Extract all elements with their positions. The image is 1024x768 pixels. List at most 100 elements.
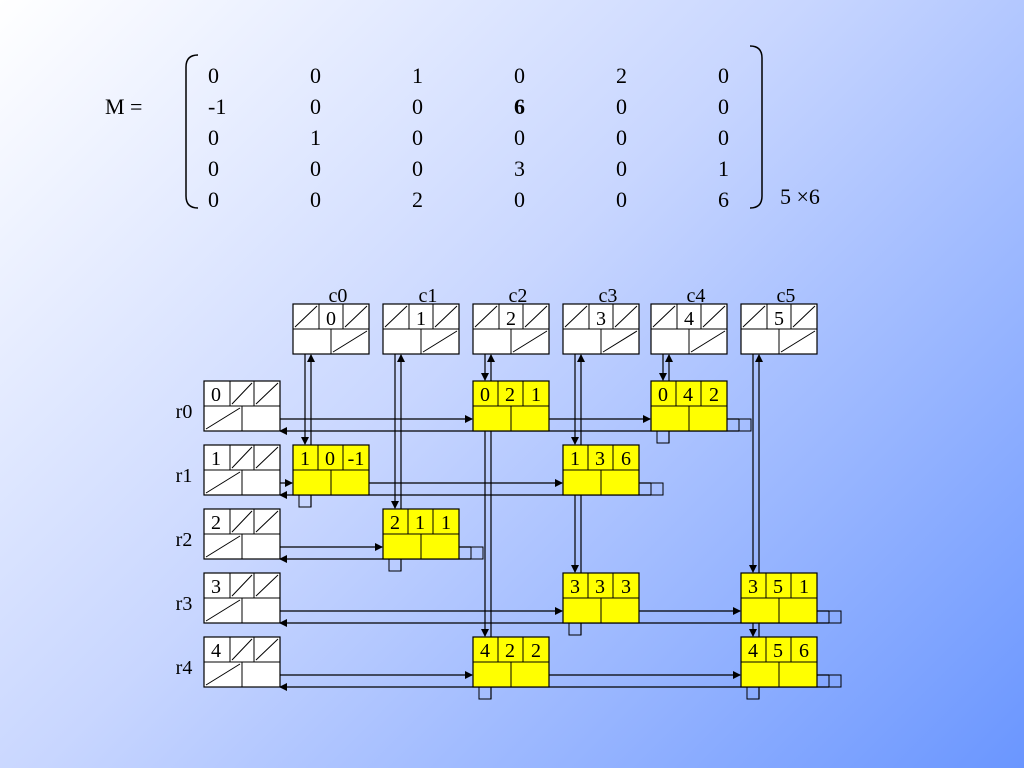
null-slash [205, 663, 241, 686]
node-col: 4 [683, 384, 693, 406]
null-slash [205, 407, 241, 430]
loop-box [650, 482, 664, 496]
node-value: 2 [531, 640, 541, 662]
row-head-index: 4 [211, 640, 221, 662]
loop-box [568, 622, 582, 636]
null-slash [205, 471, 241, 494]
null-slash [231, 638, 253, 661]
node-row: 1 [570, 448, 580, 470]
null-slash [690, 330, 726, 353]
matrix-cell: 0 [718, 63, 729, 88]
loop-box [656, 430, 670, 444]
matrix-cell: 1 [718, 156, 729, 181]
matrix-cell: 1 [412, 63, 423, 88]
col-head-index: 1 [416, 308, 426, 330]
matrix-cell: 0 [718, 125, 729, 150]
row-head-index: 2 [211, 512, 221, 534]
matrix-cell: 2 [616, 63, 627, 88]
null-slash [474, 305, 498, 328]
matrix-cell: 0 [208, 63, 219, 88]
node-row: 4 [748, 640, 758, 662]
matrix-cell: 2 [412, 187, 423, 212]
null-slash [332, 330, 368, 353]
null-slash [564, 305, 588, 328]
col-head-index: 0 [326, 308, 336, 330]
node-value: 1 [441, 512, 451, 534]
node-value: 6 [621, 448, 631, 470]
node-row: 3 [748, 576, 758, 598]
matrix-cell: 0 [208, 125, 219, 150]
row-head-label: r4 [176, 657, 193, 679]
null-slash [255, 382, 279, 405]
null-slash [205, 599, 241, 622]
node-value: 2 [709, 384, 719, 406]
loop-box [828, 610, 842, 624]
node-col: 5 [773, 576, 783, 598]
matrix-cell: 0 [208, 156, 219, 181]
node-row: 0 [480, 384, 490, 406]
node-value: 1 [799, 576, 809, 598]
node-value: 3 [621, 576, 631, 598]
node-row: 3 [570, 576, 580, 598]
row-head-index: 0 [211, 384, 221, 406]
matrix-cell: 0 [310, 94, 321, 119]
node-col: 0 [325, 448, 335, 470]
null-slash [344, 305, 368, 328]
row-head-label: r2 [176, 529, 193, 551]
col-head-label: c5 [777, 285, 796, 307]
matrix-cell: 0 [616, 94, 627, 119]
loop-box [298, 494, 312, 508]
col-head-label: c2 [509, 285, 528, 307]
loop-box [478, 686, 492, 700]
null-slash [294, 305, 318, 328]
row-head-label: r3 [176, 593, 193, 615]
matrix-label: M = [105, 94, 143, 119]
link-lines [254, 354, 842, 700]
node-value: 1 [531, 384, 541, 406]
null-slash [255, 446, 279, 469]
node-col: 2 [505, 640, 515, 662]
node-col: 3 [595, 448, 605, 470]
matrix-cell: 6 [718, 187, 729, 212]
null-slash [702, 305, 726, 328]
null-slash [792, 305, 816, 328]
null-slash [512, 330, 548, 353]
node-value: -1 [348, 448, 365, 470]
null-slash [231, 510, 253, 533]
matrix-cell: 0 [616, 125, 627, 150]
node-row: 0 [658, 384, 668, 406]
null-slash [255, 638, 279, 661]
node-row: 2 [390, 512, 400, 534]
row-head-label: r1 [176, 465, 193, 487]
null-slash [231, 446, 253, 469]
null-slash [231, 382, 253, 405]
null-slash [422, 330, 458, 353]
node-row: 1 [300, 448, 310, 470]
null-slash [434, 305, 458, 328]
row-head-label: r0 [176, 401, 193, 423]
matrix-cell: 0 [310, 156, 321, 181]
loop-box [738, 418, 752, 432]
node-col: 1 [415, 512, 425, 534]
node-col: 2 [505, 384, 515, 406]
matrix-cell: -1 [208, 94, 227, 119]
col-head-index: 2 [506, 308, 516, 330]
matrix-cell: 6 [514, 94, 525, 119]
col-head-label: c1 [419, 285, 438, 307]
matrix-cell: 0 [514, 63, 525, 88]
matrix-cell: 0 [514, 187, 525, 212]
matrix-cell: 0 [616, 187, 627, 212]
null-slash [255, 510, 279, 533]
node-row: 4 [480, 640, 490, 662]
null-slash [742, 305, 766, 328]
loop-box [746, 686, 760, 700]
matrix-cell: 0 [412, 125, 423, 150]
matrix-cell: 1 [310, 125, 321, 150]
loop-box [470, 546, 484, 560]
col-head-label: c0 [329, 285, 348, 307]
row-head-index: 1 [211, 448, 221, 470]
